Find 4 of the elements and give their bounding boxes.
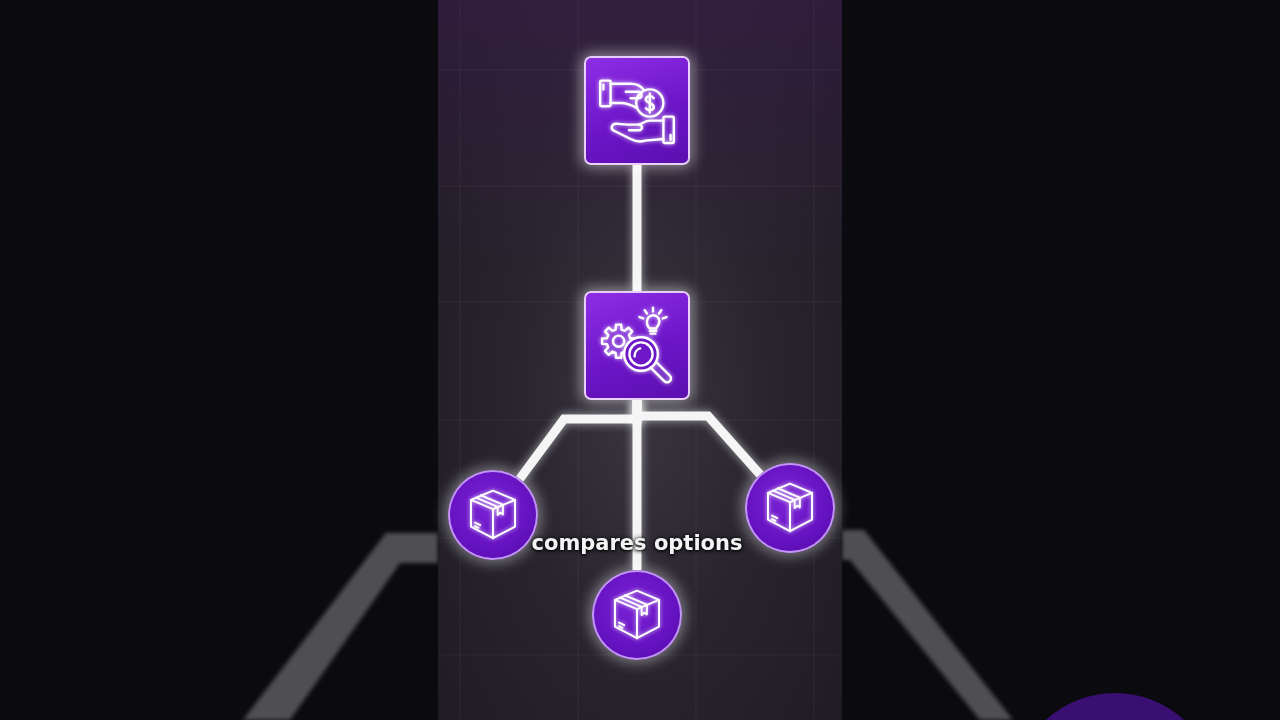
process-tile: [584, 291, 690, 400]
process-tile: [584, 56, 690, 165]
connector-line: [632, 165, 642, 291]
connector-line: [632, 400, 764, 478]
